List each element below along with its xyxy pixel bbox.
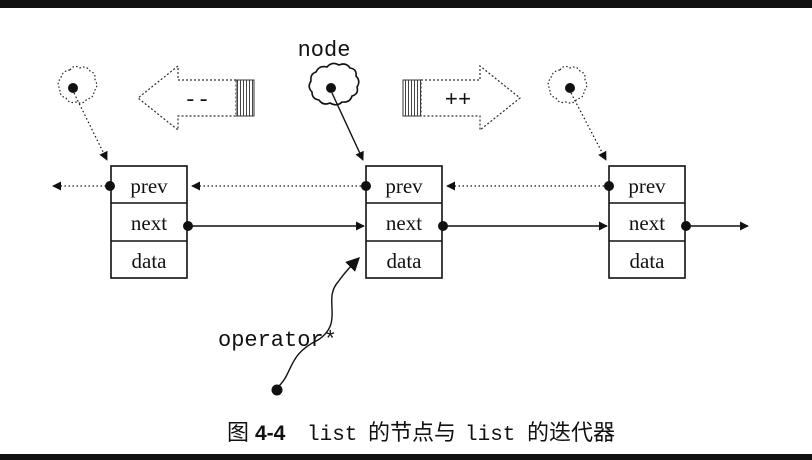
operator-deref-pointer <box>271 257 360 396</box>
caption-figure-number: 4-4 <box>255 422 286 445</box>
node-1-prev-field: prev <box>130 174 168 198</box>
node-1-data-field: data <box>132 249 168 273</box>
top-border <box>0 0 812 8</box>
node-label: node <box>298 38 351 63</box>
caption-code-2: list <box>465 424 515 447</box>
next-link-dots <box>183 221 691 231</box>
increment-arrow: ++ <box>402 64 521 132</box>
prev-link-dots <box>105 181 614 191</box>
list-node-3: prev next data <box>608 165 686 279</box>
node-3-prev-field: prev <box>628 174 666 198</box>
iterator-current-node <box>308 62 364 161</box>
node-2-prev-field: prev <box>385 174 423 198</box>
increment-label: ++ <box>445 88 471 113</box>
node-2-data-field: data <box>387 249 423 273</box>
iterator-previous-position <box>57 65 108 161</box>
operator-label: operator* <box>218 328 337 353</box>
caption-prefix: 图 <box>227 421 249 446</box>
decrement-label: -- <box>184 88 210 113</box>
node-1-next-field: next <box>131 211 167 235</box>
node-3-next-field: next <box>629 211 665 235</box>
caption-code-1: list <box>307 424 357 447</box>
list-node-2: prev next data <box>365 165 443 279</box>
caption-text-1: 的节点与 <box>368 421 456 446</box>
decrement-arrow: -- <box>137 64 255 132</box>
figure-caption: 图 4-4 list 的节点与 list 的迭代器 <box>227 421 615 447</box>
caption-text-2: 的迭代器 <box>527 421 615 446</box>
list-node-1: prev next data <box>110 165 188 279</box>
node-2-next-field: next <box>386 211 422 235</box>
bottom-border <box>0 454 812 460</box>
iterator-next-position <box>547 65 607 161</box>
node-3-data-field: data <box>630 249 666 273</box>
